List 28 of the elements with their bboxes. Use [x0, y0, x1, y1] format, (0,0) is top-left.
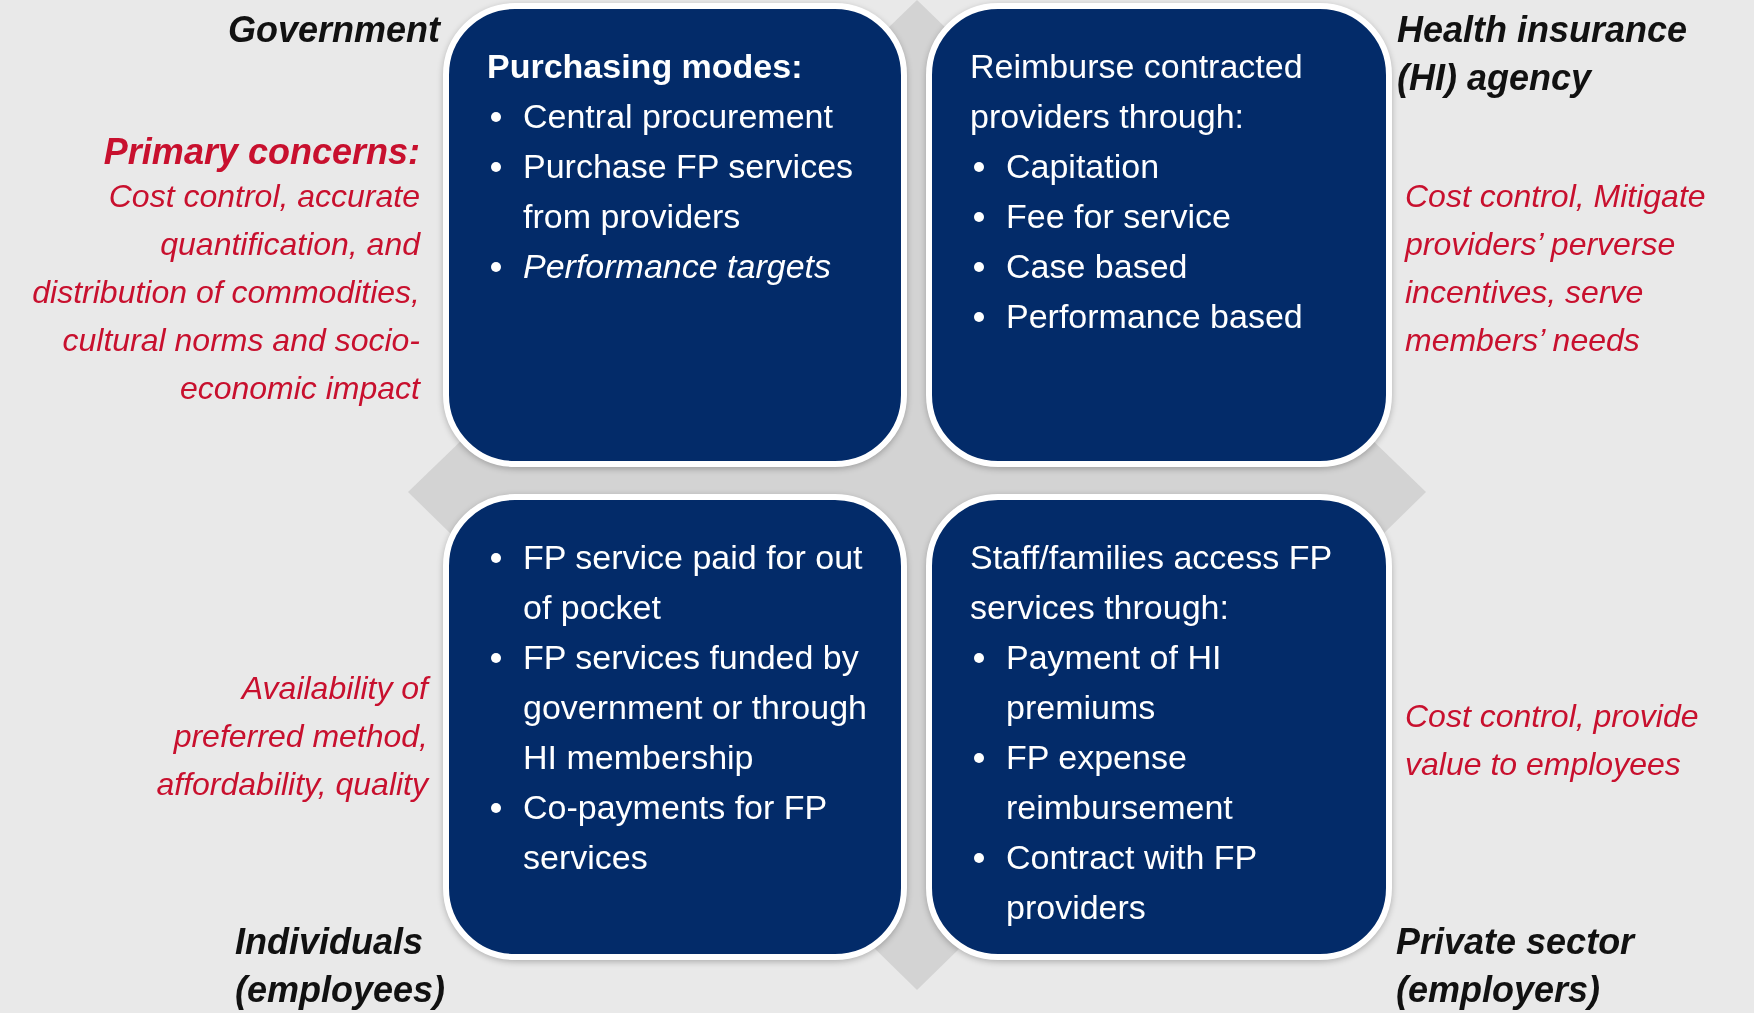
bullet-item: Performance based — [1006, 297, 1303, 335]
bullet-item: FP service paid for out of pocket — [523, 538, 863, 626]
bullet-item: Co-payments for FP services — [523, 788, 827, 876]
bullet-item: FP services funded by government or through HI membership — [523, 638, 867, 776]
bullet-item: Fee for service — [1006, 197, 1231, 235]
stakeholder-label: Private sector (employers) — [1396, 920, 1637, 1012]
quadrant-box — [926, 3, 1392, 467]
stakeholder-label: Individuals (employees) — [235, 920, 447, 1012]
box-heading: Reimburse contracted providers through: — [970, 46, 1304, 137]
stakeholder-label: Health insurance (HI) agency — [1397, 8, 1689, 100]
bullet-item: Central procurement — [523, 97, 833, 135]
concern-heading: Primary concerns: — [102, 130, 420, 174]
box-heading: Staff/families access FP services through: — [970, 537, 1333, 628]
bullet-item: Case based — [1006, 247, 1188, 285]
bullet-item: FP expense reimbursement — [1006, 738, 1233, 826]
bullet-item: Performance targets — [523, 247, 832, 285]
bullet-item: Payment of HI premiums — [1006, 638, 1222, 726]
quadrant-box — [443, 494, 907, 960]
concern-note: Cost control, Mitigate providers’ perverse incentives, serve members’ needs — [1405, 177, 1707, 360]
concern-note: Cost control, provide value to employees — [1405, 697, 1700, 784]
quadrant-box — [443, 3, 907, 467]
bullet-item: Capitation — [1006, 147, 1160, 185]
bullet-item: Purchase FP services from providers — [523, 147, 854, 235]
box-heading: Purchasing modes: — [487, 46, 804, 87]
quadrant-box — [926, 494, 1392, 960]
stakeholder-label: Government — [226, 8, 440, 52]
bullet-item: Contract with FP providers — [1006, 838, 1257, 926]
concern-note: Cost control, accurate quantification, and distribution of commodities, cultural norms and socio-economic impact — [31, 177, 420, 408]
